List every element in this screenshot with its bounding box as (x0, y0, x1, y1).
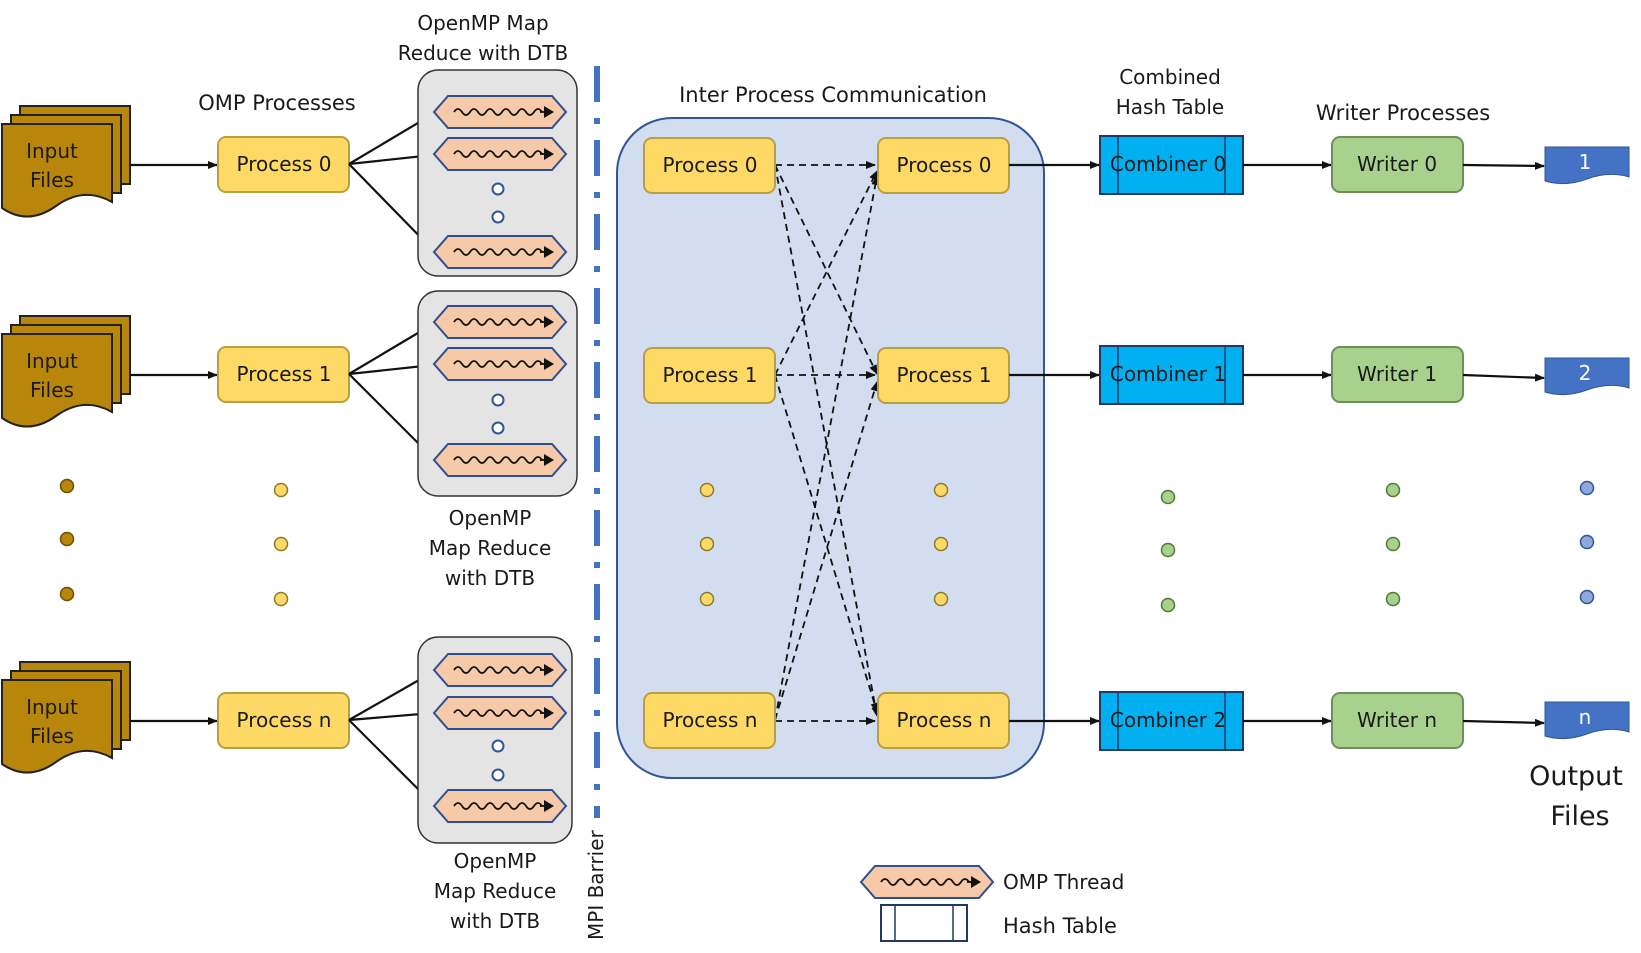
omp-process-ellipsis (273, 482, 289, 607)
writer-processes-header: Writer Processes (1316, 101, 1490, 125)
omp-thread-icon (433, 235, 567, 269)
ipc-right-process-1: Process 1 (877, 347, 1010, 404)
input-files-label-line1: Input (26, 349, 78, 373)
input-files-label-line2: Files (30, 378, 74, 402)
openmp-top-title-line2: Reduce with DTB (398, 41, 568, 65)
arrow-to-output-2 (1462, 373, 1545, 382)
arrow-to-output-1 (1462, 161, 1545, 170)
writer-0: Writer 0 (1331, 136, 1464, 193)
ipc-left-process-1: Process 1 (643, 347, 776, 404)
omp-process-1-label: Process 1 (237, 362, 332, 386)
combiner-1-label: Combiner 1 (1110, 362, 1226, 386)
output-file-2-label: 2 (1579, 361, 1592, 385)
legend-thread-icon (860, 865, 994, 899)
ipc-connections (774, 161, 880, 725)
arrow-to-output-n (1462, 718, 1545, 727)
input-files-0: Input Files (1, 105, 131, 218)
ellipsis-dot (491, 210, 505, 224)
omp-thread-icon (433, 347, 567, 381)
writer-1-label: Writer 1 (1357, 362, 1437, 386)
ipc-right-process-0: Process 0 (877, 137, 1010, 194)
input-files-label-line1: Input (26, 139, 78, 163)
input-files-n: Input Files (1, 661, 131, 774)
writer-1: Writer 1 (1331, 346, 1464, 403)
writer-n: Writer n (1331, 692, 1464, 749)
input-files-label-line1: Input (26, 695, 78, 719)
ellipsis-dot (491, 768, 505, 782)
ipc-left-process-0: Process 0 (643, 137, 776, 194)
combiner-2-label: Combiner 2 (1110, 708, 1226, 732)
input-ellipsis (59, 478, 75, 602)
omp-thread-icon (433, 653, 567, 687)
openmp-caption-mid-line2: Map Reduce (429, 536, 552, 560)
omp-process-n: Process n (217, 692, 350, 749)
omp-thread-icon (433, 696, 567, 730)
openmp-box-1 (417, 290, 578, 497)
legend-thread-label: OMP Thread (1003, 870, 1124, 894)
output-ellipsis (1579, 480, 1595, 605)
legend-hash-icon (880, 904, 968, 942)
combiner-2: Combiner 2 (1099, 691, 1244, 751)
omp-process-1: Process 1 (217, 346, 350, 403)
ipc-right-process-0-label: Process 0 (897, 153, 992, 177)
output-file-1-label: 1 (1579, 150, 1592, 174)
omp-process-0-label: Process 0 (237, 152, 332, 176)
ipc-container (616, 117, 1045, 779)
ellipsis-dot (491, 739, 505, 753)
ipc-left-process-n: Process n (643, 692, 776, 749)
openmp-caption-bottom-line2: Map Reduce (434, 879, 557, 903)
openmp-caption-bottom-line1: OpenMP (454, 849, 537, 873)
input-files-label-line2: Files (30, 724, 74, 748)
combiner-1: Combiner 1 (1099, 345, 1244, 405)
legend: OMP Thread Hash Table (860, 865, 1124, 942)
ellipsis-dot (491, 393, 505, 407)
omp-thread-icon (433, 137, 567, 171)
output-files-label-line2: Files (1550, 801, 1609, 832)
ipc-ellipsis (699, 482, 949, 607)
writer-ellipsis (1385, 482, 1401, 607)
ipc-header: Inter Process Communication (679, 83, 987, 107)
combiner-0: Combiner 0 (1099, 135, 1244, 195)
ipc-left-process-n-label: Process n (663, 708, 758, 732)
combined-header-line1: Combined (1119, 65, 1221, 89)
output-file-1: 1 (1544, 146, 1630, 185)
ellipsis-dot (491, 421, 505, 435)
ipc-right-process-n: Process n (877, 692, 1010, 749)
omp-process-0: Process 0 (217, 136, 350, 193)
legend-hash-label: Hash Table (1003, 914, 1117, 938)
combiner-0-label: Combiner 0 (1110, 152, 1226, 176)
omp-thread-icon (433, 789, 567, 823)
ipc-right-process-n-label: Process n (897, 708, 992, 732)
omp-processes-header: OMP Processes (198, 91, 356, 115)
output-files-label-line1: Output (1529, 761, 1623, 792)
combined-header-line2: Hash Table (1116, 95, 1224, 119)
output-file-2: 2 (1544, 357, 1630, 396)
input-files-label-line2: Files (30, 168, 74, 192)
ellipsis-dot (491, 182, 505, 196)
omp-thread-icon (433, 305, 567, 339)
ipc-left-process-0-label: Process 0 (663, 153, 758, 177)
input-files-1: Input Files (1, 315, 131, 428)
omp-process-n-label: Process n (237, 708, 332, 732)
openmp-box-n (417, 636, 573, 844)
omp-thread-icon (433, 95, 567, 129)
writer-n-label: Writer n (1357, 708, 1437, 732)
omp-thread-icon (433, 443, 567, 477)
writer-0-label: Writer 0 (1357, 152, 1437, 176)
mpi-barrier-label: MPI Barrier (584, 829, 608, 940)
output-file-n-label: n (1579, 705, 1592, 729)
ipc-left-process-1-label: Process 1 (663, 363, 758, 387)
openmp-top-title-line1: OpenMP Map (417, 11, 548, 35)
ipc-right-process-1-label: Process 1 (897, 363, 992, 387)
openmp-box-0 (417, 69, 578, 277)
output-file-n: n (1544, 701, 1630, 740)
openmp-caption-mid-line1: OpenMP (449, 506, 532, 530)
combiner-ellipsis (1160, 489, 1176, 613)
openmp-caption-bottom-line3: with DTB (450, 909, 540, 933)
openmp-caption-mid-line3: with DTB (445, 566, 535, 590)
